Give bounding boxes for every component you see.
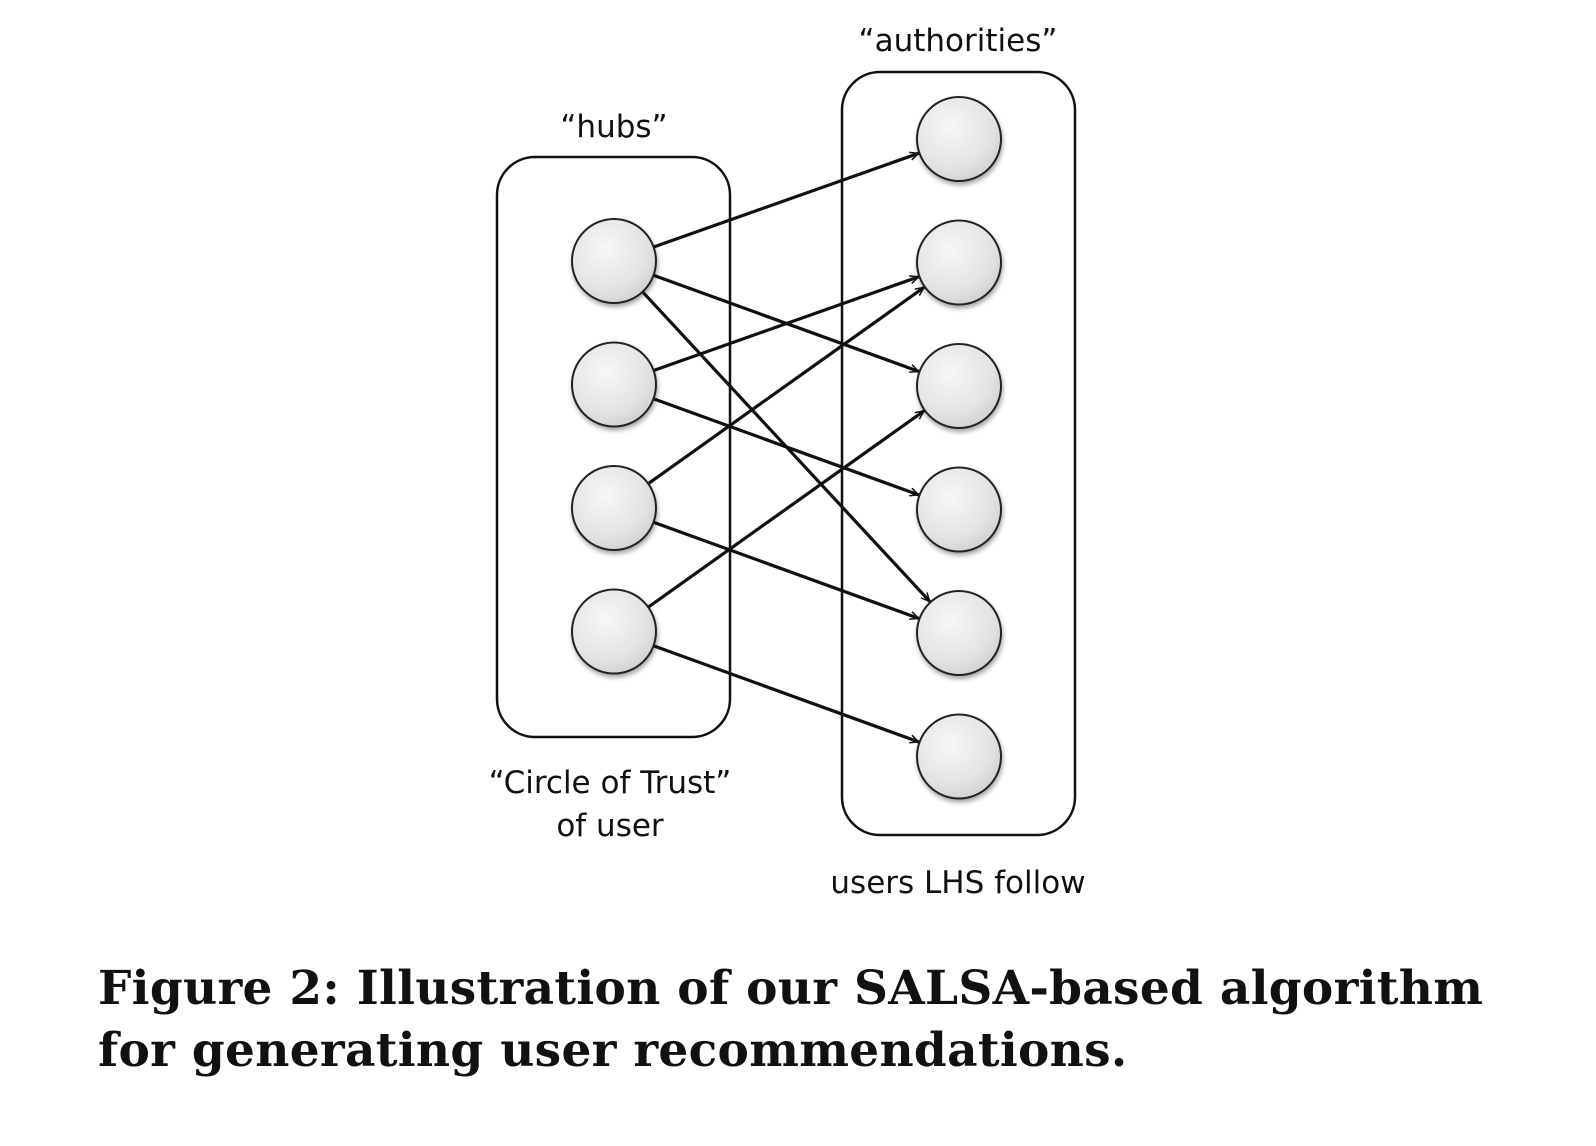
authority-node-2	[916, 219, 1002, 306]
hub-node-1	[571, 218, 657, 304]
authority-node-3	[916, 343, 1002, 429]
hub-node-2	[571, 341, 657, 428]
caption-line-2: for generating user recommendations.	[98, 1023, 1128, 1078]
users-lhs-follow-label: users LHS follow	[830, 865, 1085, 901]
edge-h2-a2	[653, 277, 919, 373]
edge-h2-a4	[652, 397, 918, 495]
authorities-group-box	[840, 70, 1077, 837]
hubs-group-box	[495, 155, 732, 739]
of-user-label: of user	[556, 808, 664, 844]
nodes-group	[571, 96, 1002, 800]
edge-h3-a5	[652, 520, 918, 618]
caption-line-1: Figure 2: Illustration of our SALSA-base…	[98, 961, 1484, 1016]
authority-node-1	[916, 96, 1002, 182]
hub-node-4	[571, 588, 657, 675]
authority-node-6	[916, 713, 1002, 800]
authorities-label: “authorities”	[859, 23, 1058, 59]
authority-node-4	[916, 466, 1002, 553]
authority-node-5	[916, 590, 1002, 676]
circle-of-trust-label: “Circle of Trust”	[489, 765, 732, 801]
edge-h1-a1	[653, 153, 919, 249]
hubs-label: “hubs”	[560, 109, 667, 145]
hub-node-3	[571, 465, 657, 551]
edges-group	[641, 153, 930, 742]
salsa-diagram: “hubs” “authorities” “Circle of Trust” o…	[489, 23, 1086, 901]
edge-h4-a3	[647, 409, 924, 609]
edge-h3-a2	[647, 286, 924, 485]
edge-h4-a6	[652, 644, 918, 742]
figure-caption: Figure 2: Illustration of our SALSA-base…	[98, 958, 1538, 1082]
